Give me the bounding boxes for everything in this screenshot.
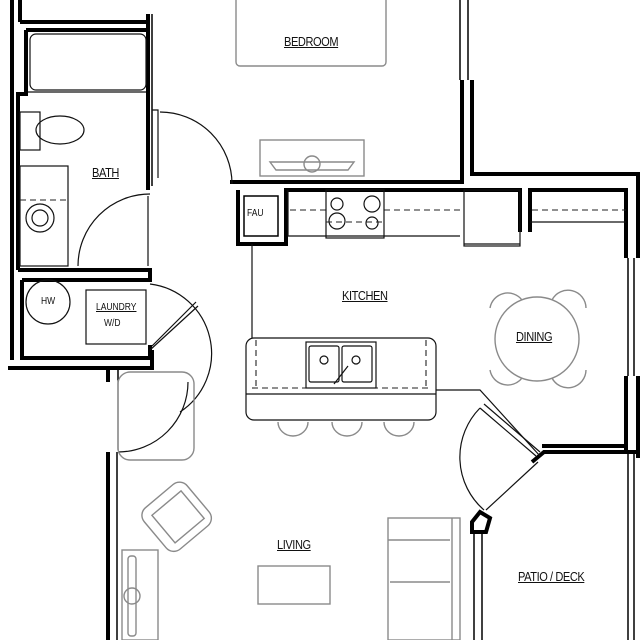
dining-table xyxy=(489,289,587,389)
room-label-bedroom: BEDROOM xyxy=(284,34,339,49)
room-label-kitchen: KITCHEN xyxy=(342,288,388,303)
furnace-label: FAU xyxy=(247,208,264,219)
room-label-patio: PATIO / DECK xyxy=(518,569,585,584)
room-label-laundry-wd: W/D xyxy=(104,318,121,329)
laundry-fixtures xyxy=(25,279,213,461)
water-heater-label: HW xyxy=(41,296,56,307)
room-label-living: LIVING xyxy=(277,537,311,552)
patio-door xyxy=(459,403,541,511)
room-label-dining: DINING xyxy=(516,329,553,344)
kitchen-fixtures xyxy=(245,189,626,457)
bedroom-furniture xyxy=(235,0,387,177)
bath-fixtures xyxy=(19,33,233,267)
living-furniture xyxy=(121,481,461,640)
room-label-bath: BATH xyxy=(92,165,119,180)
room-label-laundry: LAUNDRY xyxy=(96,302,137,313)
walls xyxy=(8,0,640,640)
